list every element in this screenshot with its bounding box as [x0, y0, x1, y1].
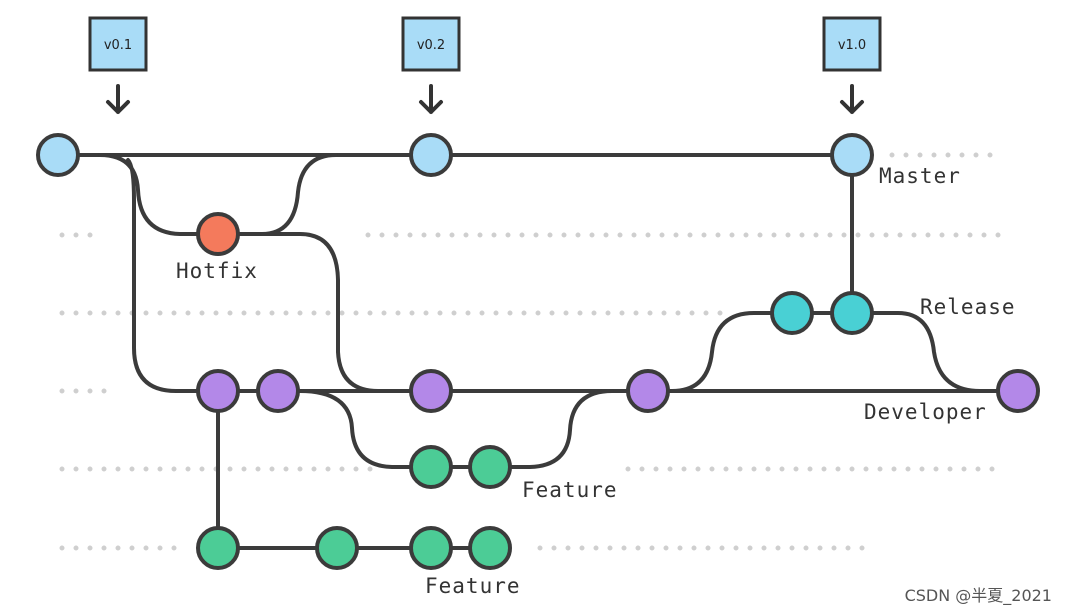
edge-feature-to-developer [488, 389, 614, 469]
tag-box [401, 16, 461, 72]
commit-developer [996, 369, 1040, 413]
commit-feature [409, 526, 453, 570]
commit-master [830, 133, 874, 177]
tag-v0-1: v0.1 [88, 16, 148, 114]
swimlanes [59, 152, 1005, 551]
commit-developer [626, 369, 670, 413]
down-arrow-icon [840, 84, 864, 114]
branch-label-feature-lower: Feature [425, 574, 521, 598]
branch-labels: Master Hotfix Release Developer Feature … [176, 164, 1016, 598]
edge-hotfix-to-developer [260, 232, 380, 393]
tag-box [822, 16, 882, 72]
branch-label-master: Master [879, 164, 961, 188]
watermark: CSDN @半夏_2021 [904, 586, 1052, 605]
commit-release [770, 291, 814, 335]
edge-master-to-developer [126, 158, 220, 393]
commit-feature [315, 526, 359, 570]
edge-developer-to-feature [298, 389, 432, 469]
commit-developer [409, 369, 453, 413]
tag-label: v1.0 [838, 38, 866, 53]
commit-release [830, 291, 874, 335]
branch-label-feature-upper: Feature [522, 478, 618, 502]
down-arrow-icon [419, 84, 443, 114]
commit-feature [196, 526, 240, 570]
commit-feature [409, 445, 453, 489]
commit-developer [196, 369, 240, 413]
branch-label-developer: Developer [864, 400, 987, 424]
commit-hotfix [196, 212, 240, 256]
tag-box [88, 16, 148, 72]
version-tags: v0.1 v0.2 v1.0 [88, 16, 882, 114]
edge-master-to-hotfix [98, 153, 220, 236]
branch-label-hotfix: Hotfix [176, 259, 258, 283]
commit-master [409, 133, 453, 177]
commit-feature [468, 526, 512, 570]
commit-master [36, 133, 80, 177]
tag-v0-2: v0.2 [401, 16, 461, 114]
tag-label: v0.1 [104, 38, 132, 53]
tag-v1-0: v1.0 [822, 16, 882, 114]
branch-label-release: Release [920, 295, 1016, 319]
tag-label: v0.2 [417, 38, 445, 53]
edge-developer-to-release [670, 311, 794, 393]
edge-release-to-developer [850, 311, 1020, 393]
commit-nodes [36, 133, 1040, 570]
commit-feature [468, 445, 512, 489]
down-arrow-icon [106, 84, 130, 114]
commit-developer [256, 369, 300, 413]
